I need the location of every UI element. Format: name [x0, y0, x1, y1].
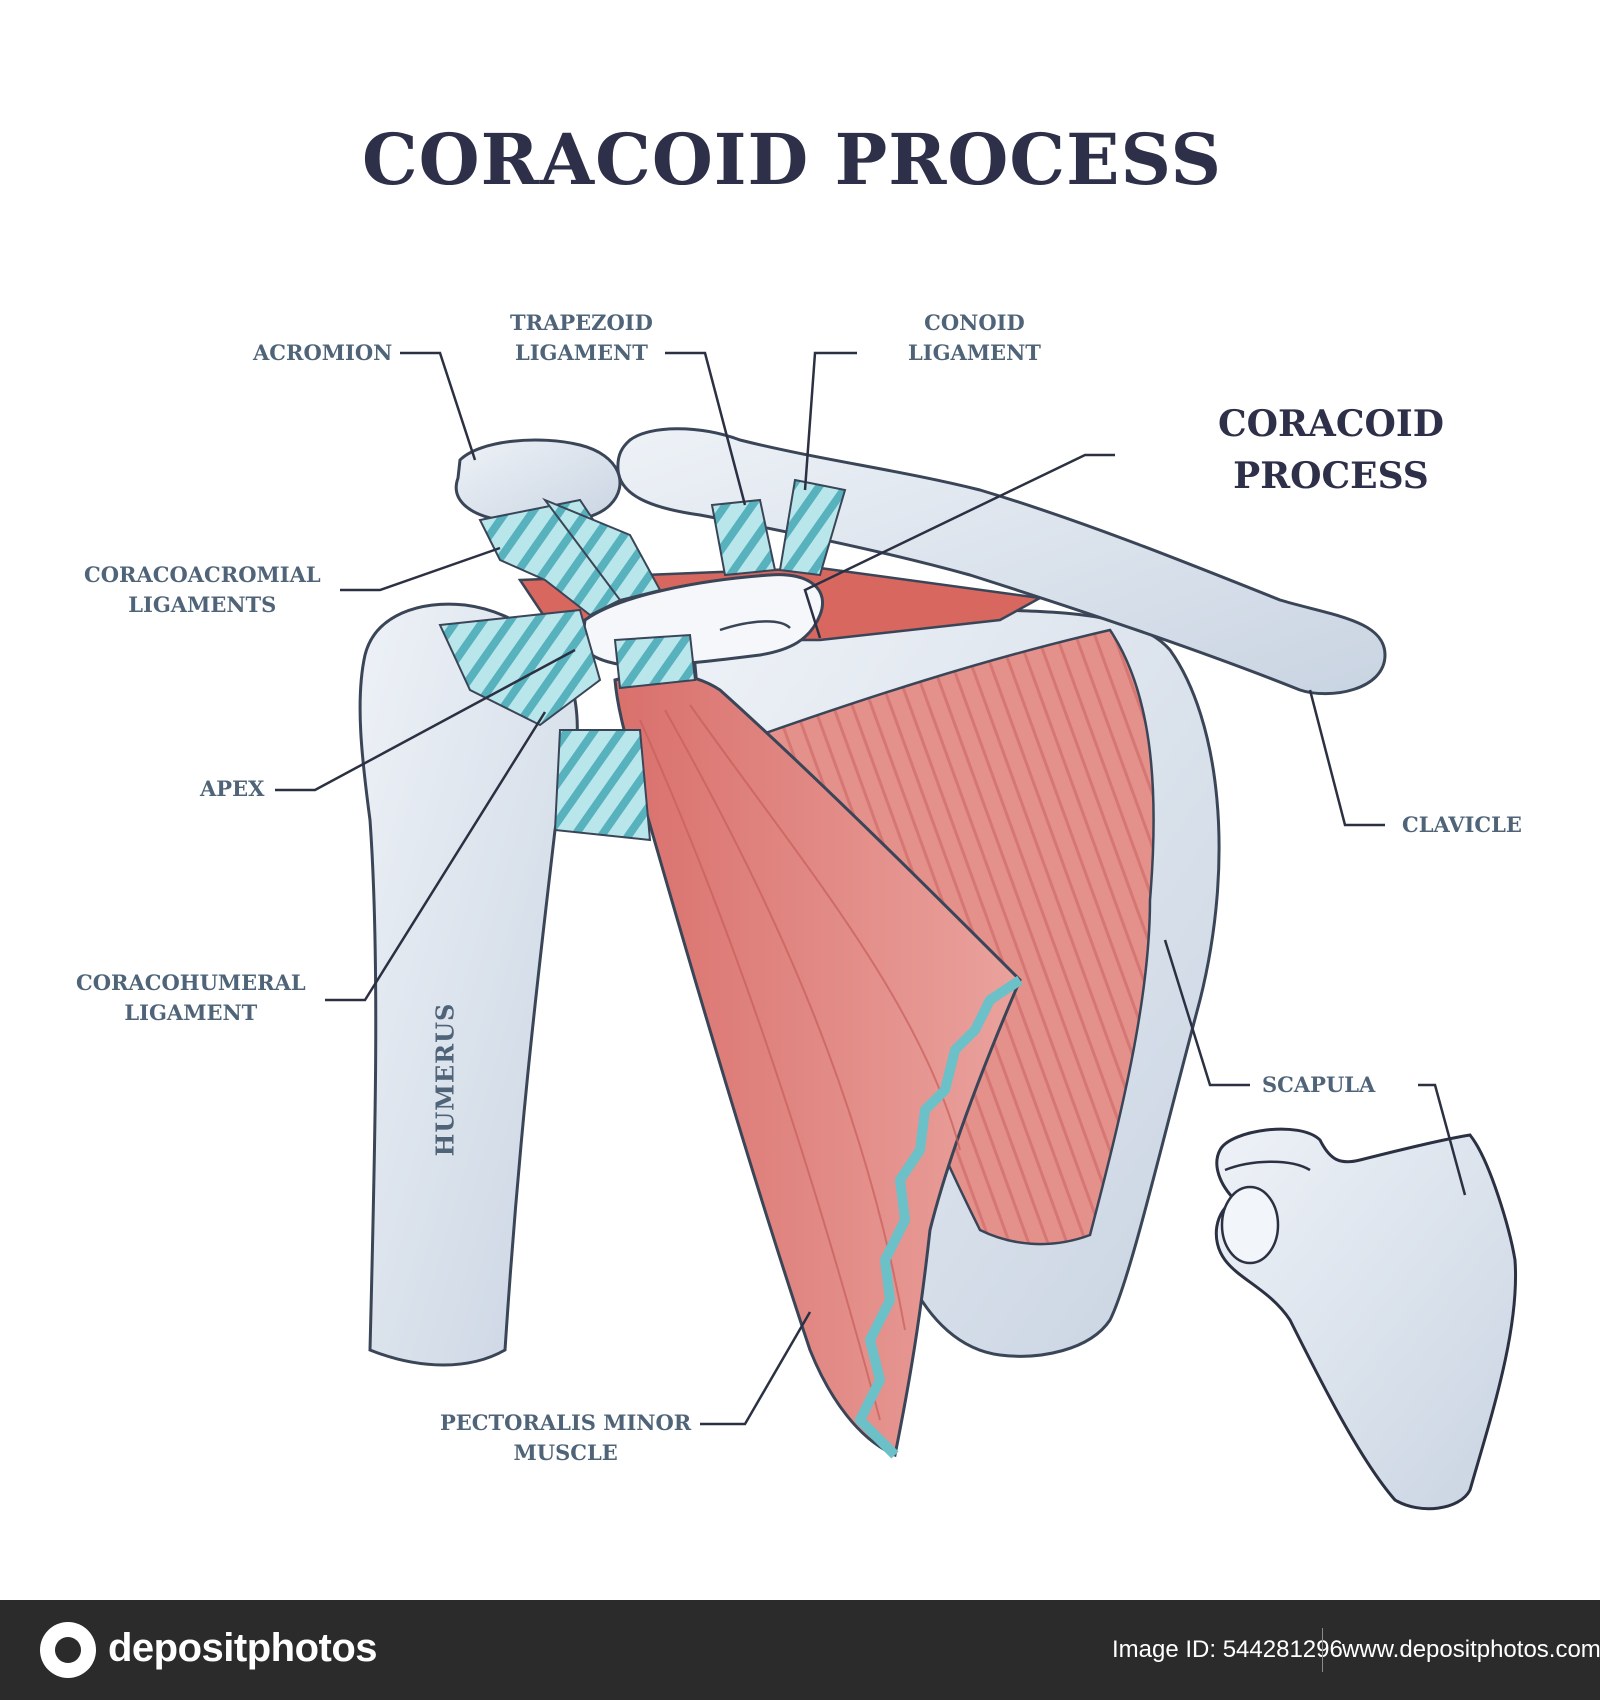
anatomy-illustration [275, 351, 1518, 1511]
label-coracohumeral-line2: LIGAMENT [124, 1000, 258, 1025]
label-conoid-line1: CONOID [924, 310, 1025, 335]
label-coracohumeral-ligament: CORACOHUMERAL LIGAMENT [76, 968, 306, 1028]
coracoacromial-ligaments-shape [478, 498, 642, 617]
label-trapezoid-line1: TRAPEZOID [510, 310, 653, 335]
scapula-inset-shape [1214, 1127, 1518, 1511]
label-clavicle: CLAVICLE [1402, 810, 1522, 840]
label-acromion: ACROMION [253, 338, 392, 368]
leader-lines [275, 351, 1467, 1426]
label-scapula-text: SCAPULA [1262, 1072, 1376, 1097]
brand-name: depositphotos [108, 1626, 378, 1670]
label-coracoid-process: CORACOID PROCESS [1218, 398, 1444, 502]
depositphotos-logo-icon [40, 1622, 96, 1678]
label-conoid-line2: LIGAMENT [908, 340, 1041, 365]
label-trapezoid-line2: LIGAMENT [514, 340, 648, 365]
muscle-tendon-edge [855, 975, 1023, 1459]
label-coracoid-line2: PROCESS [1233, 455, 1429, 497]
diagram: CORACOID PROCESS ACROMION TRAPEZOID LIGA… [76, 118, 1522, 1511]
label-trapezoid-ligament: TRAPEZOID LIGAMENT [510, 308, 653, 368]
label-coracohumeral-line1: CORACOHUMERAL [76, 970, 306, 995]
label-apex: APEX [200, 774, 264, 804]
label-humerus: HUMERUS [430, 1002, 460, 1157]
pectoralis-minor-muscle [613, 672, 1022, 1458]
conoid-ligament-shape [778, 478, 847, 577]
label-conoid-ligament: CONOID LIGAMENT [908, 308, 1041, 368]
stock-footer-bar: depositphotos Image ID: 544281296 www.de… [0, 1600, 1600, 1700]
label-coracoid-line1: CORACOID [1218, 403, 1444, 445]
coracohumeral-ligament-shape [438, 608, 602, 727]
label-acromion-text: ACROMION [253, 340, 393, 365]
label-pectoralis-line1: PECTORALIS MINOR [440, 1410, 692, 1435]
label-coracoacromial-ligaments: CORACOACROMIAL LIGAMENTS [84, 560, 321, 620]
website-url: www.depositphotos.com [1342, 1636, 1600, 1663]
page-title: CORACOID PROCESS [361, 118, 1223, 201]
label-clavicle-text: CLAVICLE [1402, 812, 1522, 837]
label-scapula: SCAPULA [1262, 1070, 1375, 1100]
footer-divider [1322, 1628, 1323, 1672]
label-coracoacromial-line2: LIGAMENTS [128, 592, 277, 617]
label-pectoralis-minor-muscle: PECTORALIS MINOR MUSCLE [440, 1408, 691, 1468]
image-id: Image ID: 544281296 [1112, 1636, 1343, 1663]
label-coracoacromial-line1: CORACOACROMIAL [84, 562, 321, 587]
label-pectoralis-line2: MUSCLE [513, 1440, 618, 1465]
label-apex-text: APEX [200, 776, 265, 801]
